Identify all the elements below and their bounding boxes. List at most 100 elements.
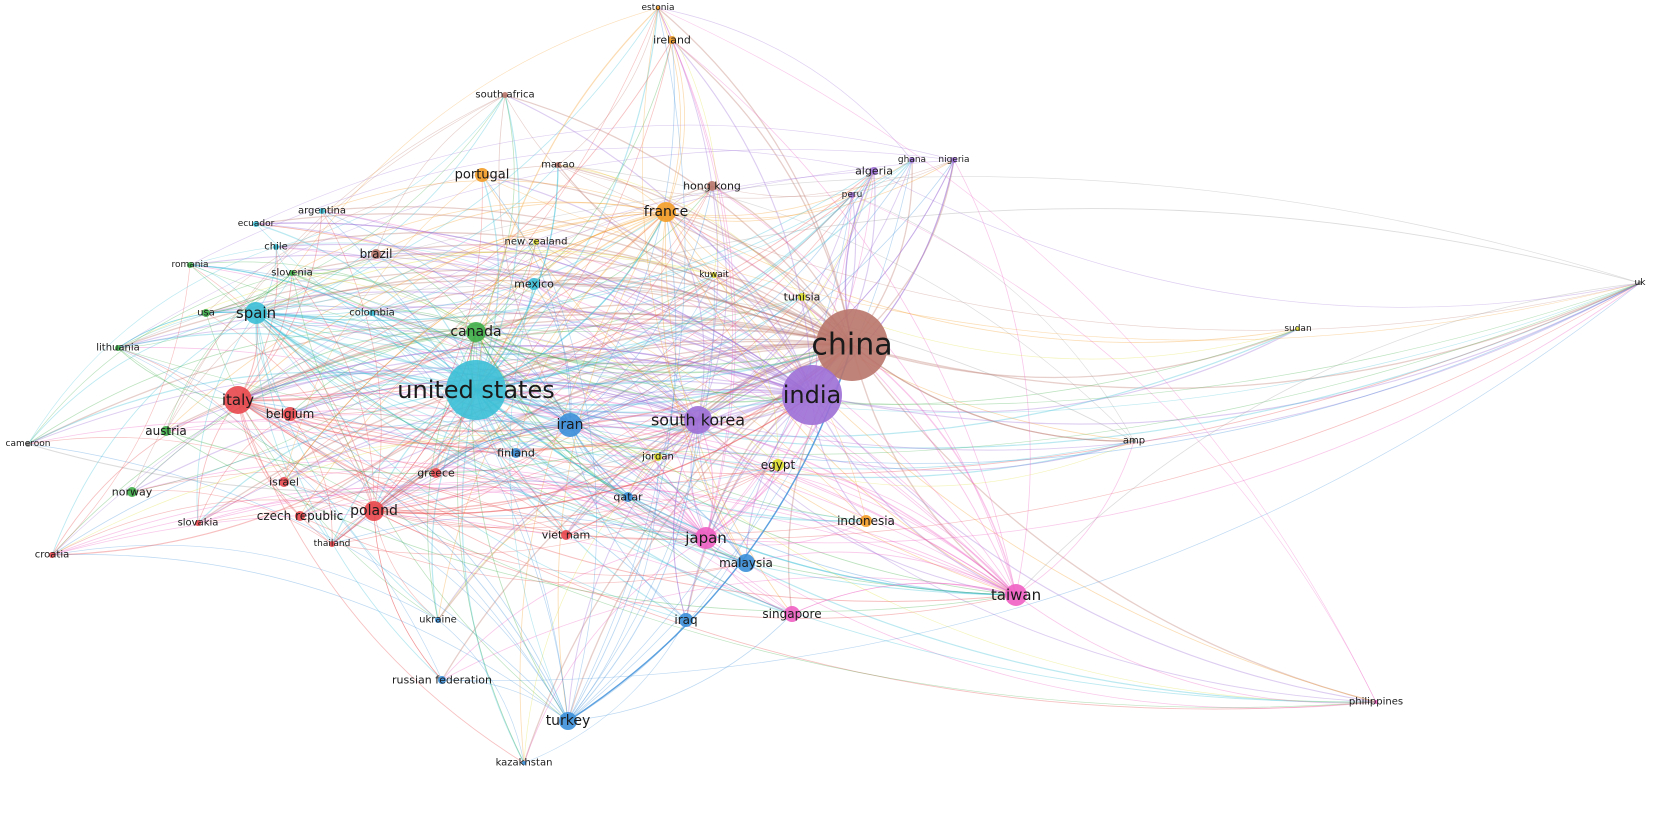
node-sudan[interactable] (1296, 327, 1300, 331)
edge-uk-italy (237, 208, 1641, 401)
node-france[interactable] (656, 202, 676, 222)
node-usa[interactable] (202, 309, 210, 317)
node-new_zealand[interactable] (533, 239, 539, 245)
node-kuwait[interactable] (711, 272, 717, 278)
node-lithuania[interactable] (115, 345, 121, 351)
node-label-turkey: turkey (546, 713, 591, 729)
node-viet_nam[interactable] (561, 530, 571, 540)
edge-portugal-taiwan (481, 174, 1017, 596)
edge-taiwan-malaysia (745, 551, 1017, 596)
edge-france-canada (475, 211, 667, 333)
node-ghana[interactable] (909, 157, 915, 163)
edge-japan-croatia (51, 487, 707, 556)
edge-iran-mexico (533, 283, 572, 426)
node-turkey[interactable] (559, 712, 577, 730)
node-ireland[interactable] (668, 36, 676, 44)
node-poland[interactable] (364, 501, 384, 521)
node-romania[interactable] (187, 262, 193, 268)
edge-united_states-cameroon (27, 371, 477, 445)
edge-united_states-romania (189, 264, 477, 391)
edge-france-brazil (375, 202, 667, 255)
node-ukraine[interactable] (435, 617, 441, 623)
edge-spain-japan (255, 312, 707, 539)
node-label-austria: austria (145, 424, 187, 438)
edge-italy-india (237, 394, 813, 450)
edge-taiwan-ecuador (255, 223, 1017, 596)
node-hong_kong[interactable] (707, 181, 717, 191)
node-egypt[interactable] (772, 459, 784, 471)
node-china[interactable] (816, 309, 888, 381)
node-united_states[interactable] (446, 360, 506, 420)
node-argentina[interactable] (319, 208, 325, 214)
node-kazakhstan[interactable] (522, 761, 526, 765)
node-jordan[interactable] (654, 453, 662, 461)
node-amp[interactable] (1132, 439, 1136, 443)
node-norway[interactable] (127, 487, 137, 497)
node-peru[interactable] (849, 192, 855, 198)
edge-united_states-ukraine (431, 389, 477, 621)
node-finland[interactable] (511, 448, 521, 458)
node-belgium[interactable] (283, 407, 297, 421)
node-slovenia[interactable] (289, 270, 295, 276)
node-singapore[interactable] (784, 606, 800, 622)
node-colombia[interactable] (369, 310, 375, 316)
edge-united_states-france (475, 211, 667, 391)
edge-spain-lithuania (117, 311, 257, 349)
edge-spain-brazil (255, 253, 377, 314)
node-thailand[interactable] (329, 541, 335, 547)
node-canada[interactable] (466, 322, 486, 342)
node-label-uk: uk (1635, 278, 1647, 288)
node-qatar[interactable] (623, 492, 633, 502)
edge-poland-ukraine (373, 510, 439, 621)
edge-united_states-uk (475, 282, 1641, 449)
node-portugal[interactable] (475, 168, 489, 182)
node-south_africa[interactable] (502, 92, 508, 98)
node-japan[interactable] (695, 527, 717, 549)
node-russian_federation[interactable] (438, 676, 446, 684)
edge-malaysia-united_states (475, 389, 747, 564)
node-greece[interactable] (431, 468, 441, 478)
node-estonia[interactable] (656, 6, 660, 10)
node-indonesia[interactable] (860, 515, 872, 527)
node-italy[interactable] (224, 386, 252, 414)
edge-china-belgium (289, 322, 853, 415)
node-taiwan[interactable] (1005, 584, 1027, 606)
edge-south_korea-uk (697, 282, 1641, 451)
node-spain[interactable] (245, 302, 267, 324)
edge-china-canada (475, 303, 853, 346)
edge-japan-canada (475, 331, 707, 539)
node-chile[interactable] (273, 244, 279, 250)
node-nigeria[interactable] (951, 157, 957, 163)
node-iran[interactable] (558, 413, 582, 437)
edge-south_korea-taiwan (697, 419, 1017, 596)
node-malaysia[interactable] (737, 554, 755, 572)
node-macao[interactable] (555, 162, 561, 168)
node-israel[interactable] (279, 477, 289, 487)
edge-taiwan-egypt (777, 464, 1017, 596)
node-ecuador[interactable] (253, 221, 259, 227)
edge-india-ecuador (255, 222, 813, 396)
node-mexico[interactable] (528, 278, 540, 290)
edge-france-czech_republic (299, 211, 667, 517)
node-austria[interactable] (161, 426, 171, 436)
node-cameroon[interactable] (25, 441, 31, 447)
node-brazil[interactable] (371, 249, 381, 259)
node-uk[interactable] (1638, 281, 1642, 285)
node-iraq[interactable] (679, 613, 693, 627)
edge-jordan-kazakhstan (523, 456, 659, 764)
node-india[interactable] (782, 365, 842, 425)
node-tunisia[interactable] (798, 293, 806, 301)
node-philippines[interactable] (1374, 700, 1378, 704)
node-czech_republic[interactable] (295, 511, 305, 521)
edge-india-new_zealand (535, 241, 813, 396)
edge-italy-iran (237, 399, 571, 445)
node-label-cameroon: cameroon (6, 439, 51, 449)
edge-japan-egypt (705, 464, 779, 539)
node-slovakia[interactable] (195, 520, 201, 526)
node-algeria[interactable] (870, 167, 878, 175)
edge-france-nigeria (665, 159, 955, 219)
edge-france-mexico (533, 211, 667, 285)
node-croatia[interactable] (49, 552, 55, 558)
node-south_korea[interactable] (684, 406, 712, 434)
edge-united_states-italy (237, 372, 477, 401)
